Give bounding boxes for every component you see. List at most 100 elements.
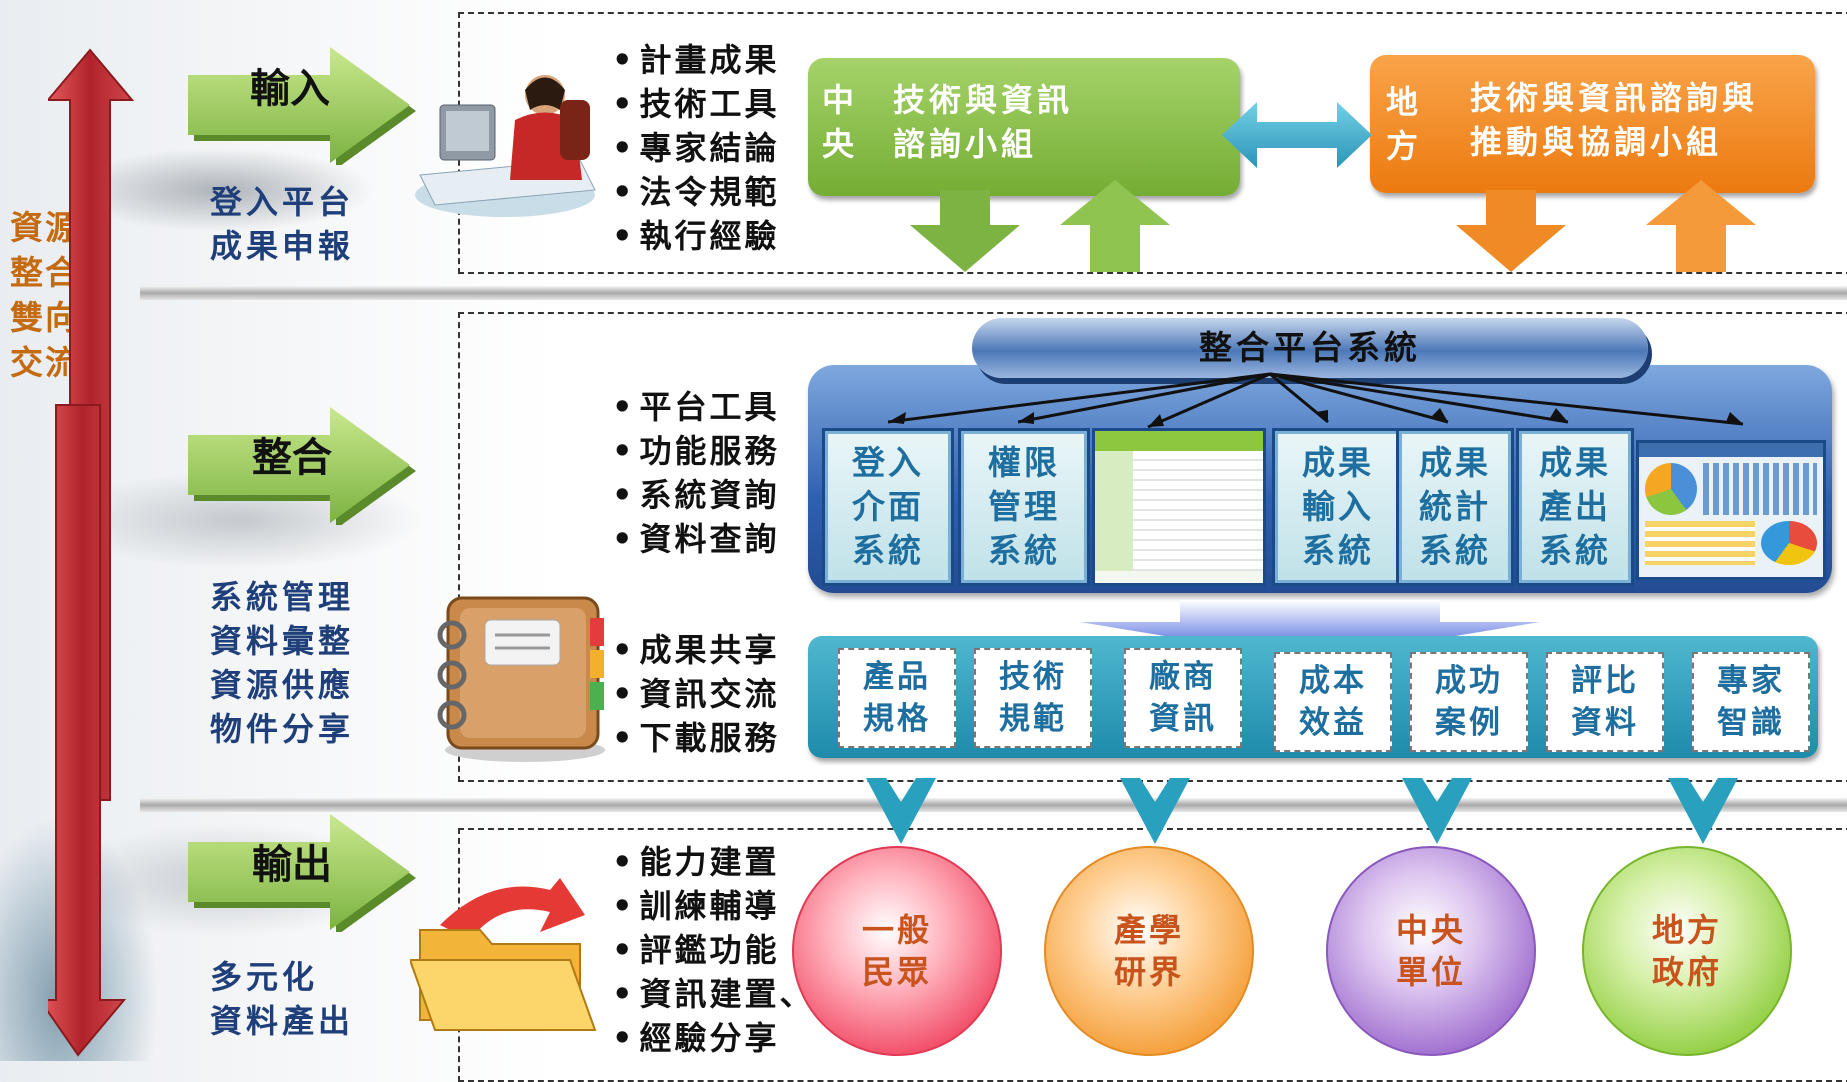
bullet-item: 功能服務 (612, 429, 779, 473)
bullet-item: 資訊交流 (612, 672, 779, 716)
module-login: 登入介面系統 (822, 428, 954, 586)
folder-arrow-icon (410, 878, 597, 1031)
audience-line: 產學 (1113, 911, 1184, 949)
integrate-stage-arrow (188, 407, 416, 525)
notebook-icon (437, 596, 605, 762)
central-tag-line: 中 (822, 81, 859, 119)
category-line: 資訊 (1149, 701, 1217, 737)
category-line: 資料 (1571, 705, 1639, 741)
module-line: 成果 (1419, 443, 1491, 482)
bullet-item: 資訊建置、 (612, 972, 814, 1016)
platform-title: 整合平台系統 (972, 318, 1648, 378)
subtitle-line: 多元化 (210, 958, 319, 996)
module-result-input: 成果輸入系統 (1272, 428, 1404, 586)
module-result-output: 成果產出系統 (1516, 428, 1634, 586)
divider-bottom (140, 798, 1847, 812)
platform-connectors (887, 372, 1744, 429)
category-line: 產品 (863, 659, 931, 695)
input-bullets: 計畫成果 技術工具 專家結論 法令規範 執行經驗 (612, 38, 779, 258)
module-line: 系統 (1302, 531, 1374, 570)
input-stage-arrow (188, 47, 416, 165)
flow-down-arrow-icon (1080, 600, 1540, 660)
divider-top (140, 286, 1847, 300)
output-subtitles: 多元化 資料產出 (210, 955, 354, 1043)
local-text: 技術與資訊諮詢與 推動與協調小組 (1470, 76, 1758, 164)
bullet-item: 能力建置 (612, 840, 814, 884)
down-arrow-icon (48, 404, 127, 1057)
bullet-item: 下載服務 (612, 716, 779, 760)
side-label-line: 雙向 (10, 298, 80, 337)
category-tech-standard: 技術規範 (974, 648, 1092, 748)
module-line: 權限 (988, 443, 1060, 482)
integrate-bullets-2: 成果共享 資訊交流 下載服務 (612, 628, 779, 760)
category-vendor-info: 廠商資訊 (1124, 648, 1242, 748)
side-label-line: 整合 (10, 253, 80, 292)
subtitle-line: 成果申報 (210, 227, 355, 265)
category-evaluation-data: 評比資料 (1546, 652, 1664, 752)
orange-up-arrow-icon (1646, 180, 1756, 272)
module-line: 系統 (1419, 531, 1491, 570)
module-line: 系統 (1539, 531, 1611, 570)
output-bullets: 能力建置 訓練輔導 評鑑功能 資訊建置、 經驗分享 (612, 840, 814, 1060)
dashboard-screenshot-image (1636, 440, 1826, 580)
category-line: 規格 (863, 701, 931, 737)
module-line: 成果 (1302, 443, 1374, 482)
vertical-arrows (48, 48, 135, 1057)
category-cost-benefit: 成本效益 (1274, 652, 1392, 752)
chevron-down-icon (1120, 778, 1190, 844)
output-stage-arrow (188, 814, 416, 932)
category-line: 效益 (1299, 705, 1367, 741)
bullet-item: 計畫成果 (612, 38, 779, 82)
local-group-box (1370, 55, 1815, 193)
module-line: 統計 (1419, 487, 1491, 526)
side-label-line: 交流 (10, 343, 80, 382)
bullet-item: 成果共享 (612, 628, 779, 672)
bullet-item: 評鑑功能 (612, 928, 814, 972)
category-line: 規範 (999, 701, 1067, 737)
bullet-item: 系統資詢 (612, 473, 779, 517)
bullet-item: 經驗分享 (612, 1016, 814, 1060)
audience-line: 一般 (861, 911, 932, 949)
category-line: 智識 (1717, 705, 1785, 741)
side-label: 資源 整合 雙向 交流 (10, 205, 90, 385)
input-subtitles: 登入平台 成果申報 (210, 180, 354, 268)
subtitle-line: 資料產出 (210, 1002, 355, 1040)
chevron-down-icon (866, 778, 936, 844)
bullet-item: 技術工具 (612, 82, 779, 126)
module-line: 介面 (852, 487, 924, 526)
audience-line: 民眾 (861, 953, 932, 991)
person-at-computer-icon (415, 75, 596, 217)
audience-academia-industry: 產學研界 (1044, 846, 1254, 1056)
central-tag: 中 央 (822, 78, 858, 166)
audience-local-government: 地方政府 (1582, 846, 1792, 1056)
side-label-line: 資源 (10, 208, 80, 247)
module-line: 管理 (988, 487, 1060, 526)
local-text-line: 推動與協調小組 (1470, 123, 1723, 161)
category-line: 技術 (999, 659, 1067, 695)
subtitle-line: 系統管理 (210, 578, 355, 616)
green-down-arrow-icon (910, 190, 1020, 272)
subtitle-line: 物件分享 (210, 710, 355, 748)
module-line: 產出 (1539, 487, 1611, 526)
local-tag-line: 地 (1386, 83, 1423, 121)
audience-line: 政府 (1651, 953, 1722, 991)
category-line: 評比 (1571, 663, 1639, 699)
bullet-item: 專家結論 (612, 126, 779, 170)
subtitle-line: 資源供應 (210, 666, 355, 704)
chevron-down-icon (1402, 778, 1472, 844)
subtitle-line: 資料彙整 (210, 622, 355, 660)
central-group-box (808, 58, 1240, 196)
bullet-item: 資料查詢 (612, 517, 779, 561)
module-line: 成果 (1539, 443, 1611, 482)
category-success-case: 成功案例 (1410, 652, 1528, 752)
integrate-subtitles: 系統管理 資料彙整 資源供應 物件分享 (210, 575, 354, 751)
category-line: 專家 (1717, 663, 1785, 699)
local-text-line: 技術與資訊諮詢與 (1470, 79, 1759, 117)
green-up-arrow-icon (1060, 180, 1170, 272)
audience-line: 中央 (1395, 911, 1466, 949)
module-result-stats: 成果統計系統 (1396, 428, 1514, 586)
integrate-bullets: 平台工具 功能服務 系統資詢 資料查詢 (612, 385, 779, 561)
bullet-item: 平台工具 (612, 385, 779, 429)
bullet-item: 執行經驗 (612, 214, 779, 258)
bidirectional-arrow-icon (1222, 102, 1372, 168)
